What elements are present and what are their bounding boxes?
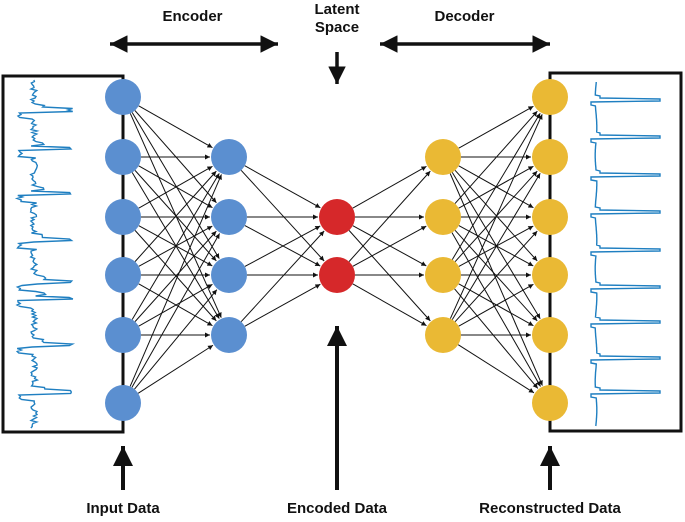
output-node-5 [532, 317, 568, 353]
latent-space-label-line1: Latent [314, 1, 360, 18]
connection-arrow [348, 230, 431, 322]
connection-arrow [458, 283, 534, 327]
latent-node-1 [319, 199, 355, 235]
connection-arrow [138, 165, 213, 209]
reconstructed-signal-trace [590, 82, 661, 427]
output-node-4 [532, 257, 568, 293]
connection-arrow [454, 288, 539, 389]
decoder-hidden-node-2 [425, 199, 461, 235]
reconstructed-data-label: Reconstructed Data [479, 500, 621, 517]
decoder-hidden-node-4 [425, 317, 461, 353]
connection-arrow [240, 230, 325, 323]
connection-arrow [449, 173, 543, 386]
connection-arrow [348, 170, 431, 262]
connection-arrow [352, 225, 427, 267]
latent-node-2 [319, 257, 355, 293]
output-node-6 [532, 385, 568, 421]
encoded-data-label: Encoded Data [286, 500, 388, 517]
connection-arrow [138, 105, 213, 149]
connection-arrow [134, 170, 217, 262]
connection-arrow [244, 283, 321, 327]
input-node-3 [105, 199, 141, 235]
connection-arrow [454, 110, 538, 204]
connection-arrow [131, 112, 220, 259]
connection-arrow [137, 344, 214, 394]
connection-arrow [352, 165, 427, 209]
encoder-label: Encoder [162, 8, 223, 25]
encoder-hidden-node-3 [211, 257, 247, 293]
input-node-6 [105, 385, 141, 421]
connection-arrow [458, 105, 534, 149]
connection-arrow [131, 233, 221, 388]
output-node-2 [532, 139, 568, 175]
connection-arrow [244, 225, 321, 267]
connection-arrow [454, 230, 538, 323]
connection-arrow [240, 169, 325, 262]
decoder-label: Decoder [434, 8, 495, 25]
encoder-hidden-node-2 [211, 199, 247, 235]
connection-arrow [451, 232, 541, 387]
input-node-4 [105, 257, 141, 293]
input-signal-trace [14, 79, 76, 429]
network-nodes [105, 79, 568, 421]
input-node-5 [105, 317, 141, 353]
connection-arrow [244, 165, 321, 209]
connection-arrow [131, 173, 220, 320]
connection-arrow [129, 174, 222, 387]
encoder-hidden-node-4 [211, 317, 247, 353]
decoder-hidden-node-3 [425, 257, 461, 293]
input-node-2 [105, 139, 141, 175]
reconstructed-data-frame [548, 71, 683, 433]
network-connections [129, 105, 543, 394]
output-node-1 [532, 79, 568, 115]
input-data-label: Input Data [86, 500, 160, 517]
input-data-frame [1, 74, 125, 434]
connection-arrow [451, 173, 541, 320]
connection-arrow [451, 113, 541, 260]
encoder-hidden-node-1 [211, 139, 247, 175]
connection-arrow [138, 283, 213, 327]
connection-arrow [134, 230, 217, 322]
output-node-3 [532, 199, 568, 235]
connection-arrow [134, 289, 218, 390]
latent-space-label-line2: Space [314, 19, 360, 36]
connection-arrow [457, 344, 535, 394]
decoder-hidden-node-1 [425, 139, 461, 175]
connection-arrow [449, 114, 543, 319]
input-node-1 [105, 79, 141, 115]
connection-arrow [352, 283, 427, 327]
